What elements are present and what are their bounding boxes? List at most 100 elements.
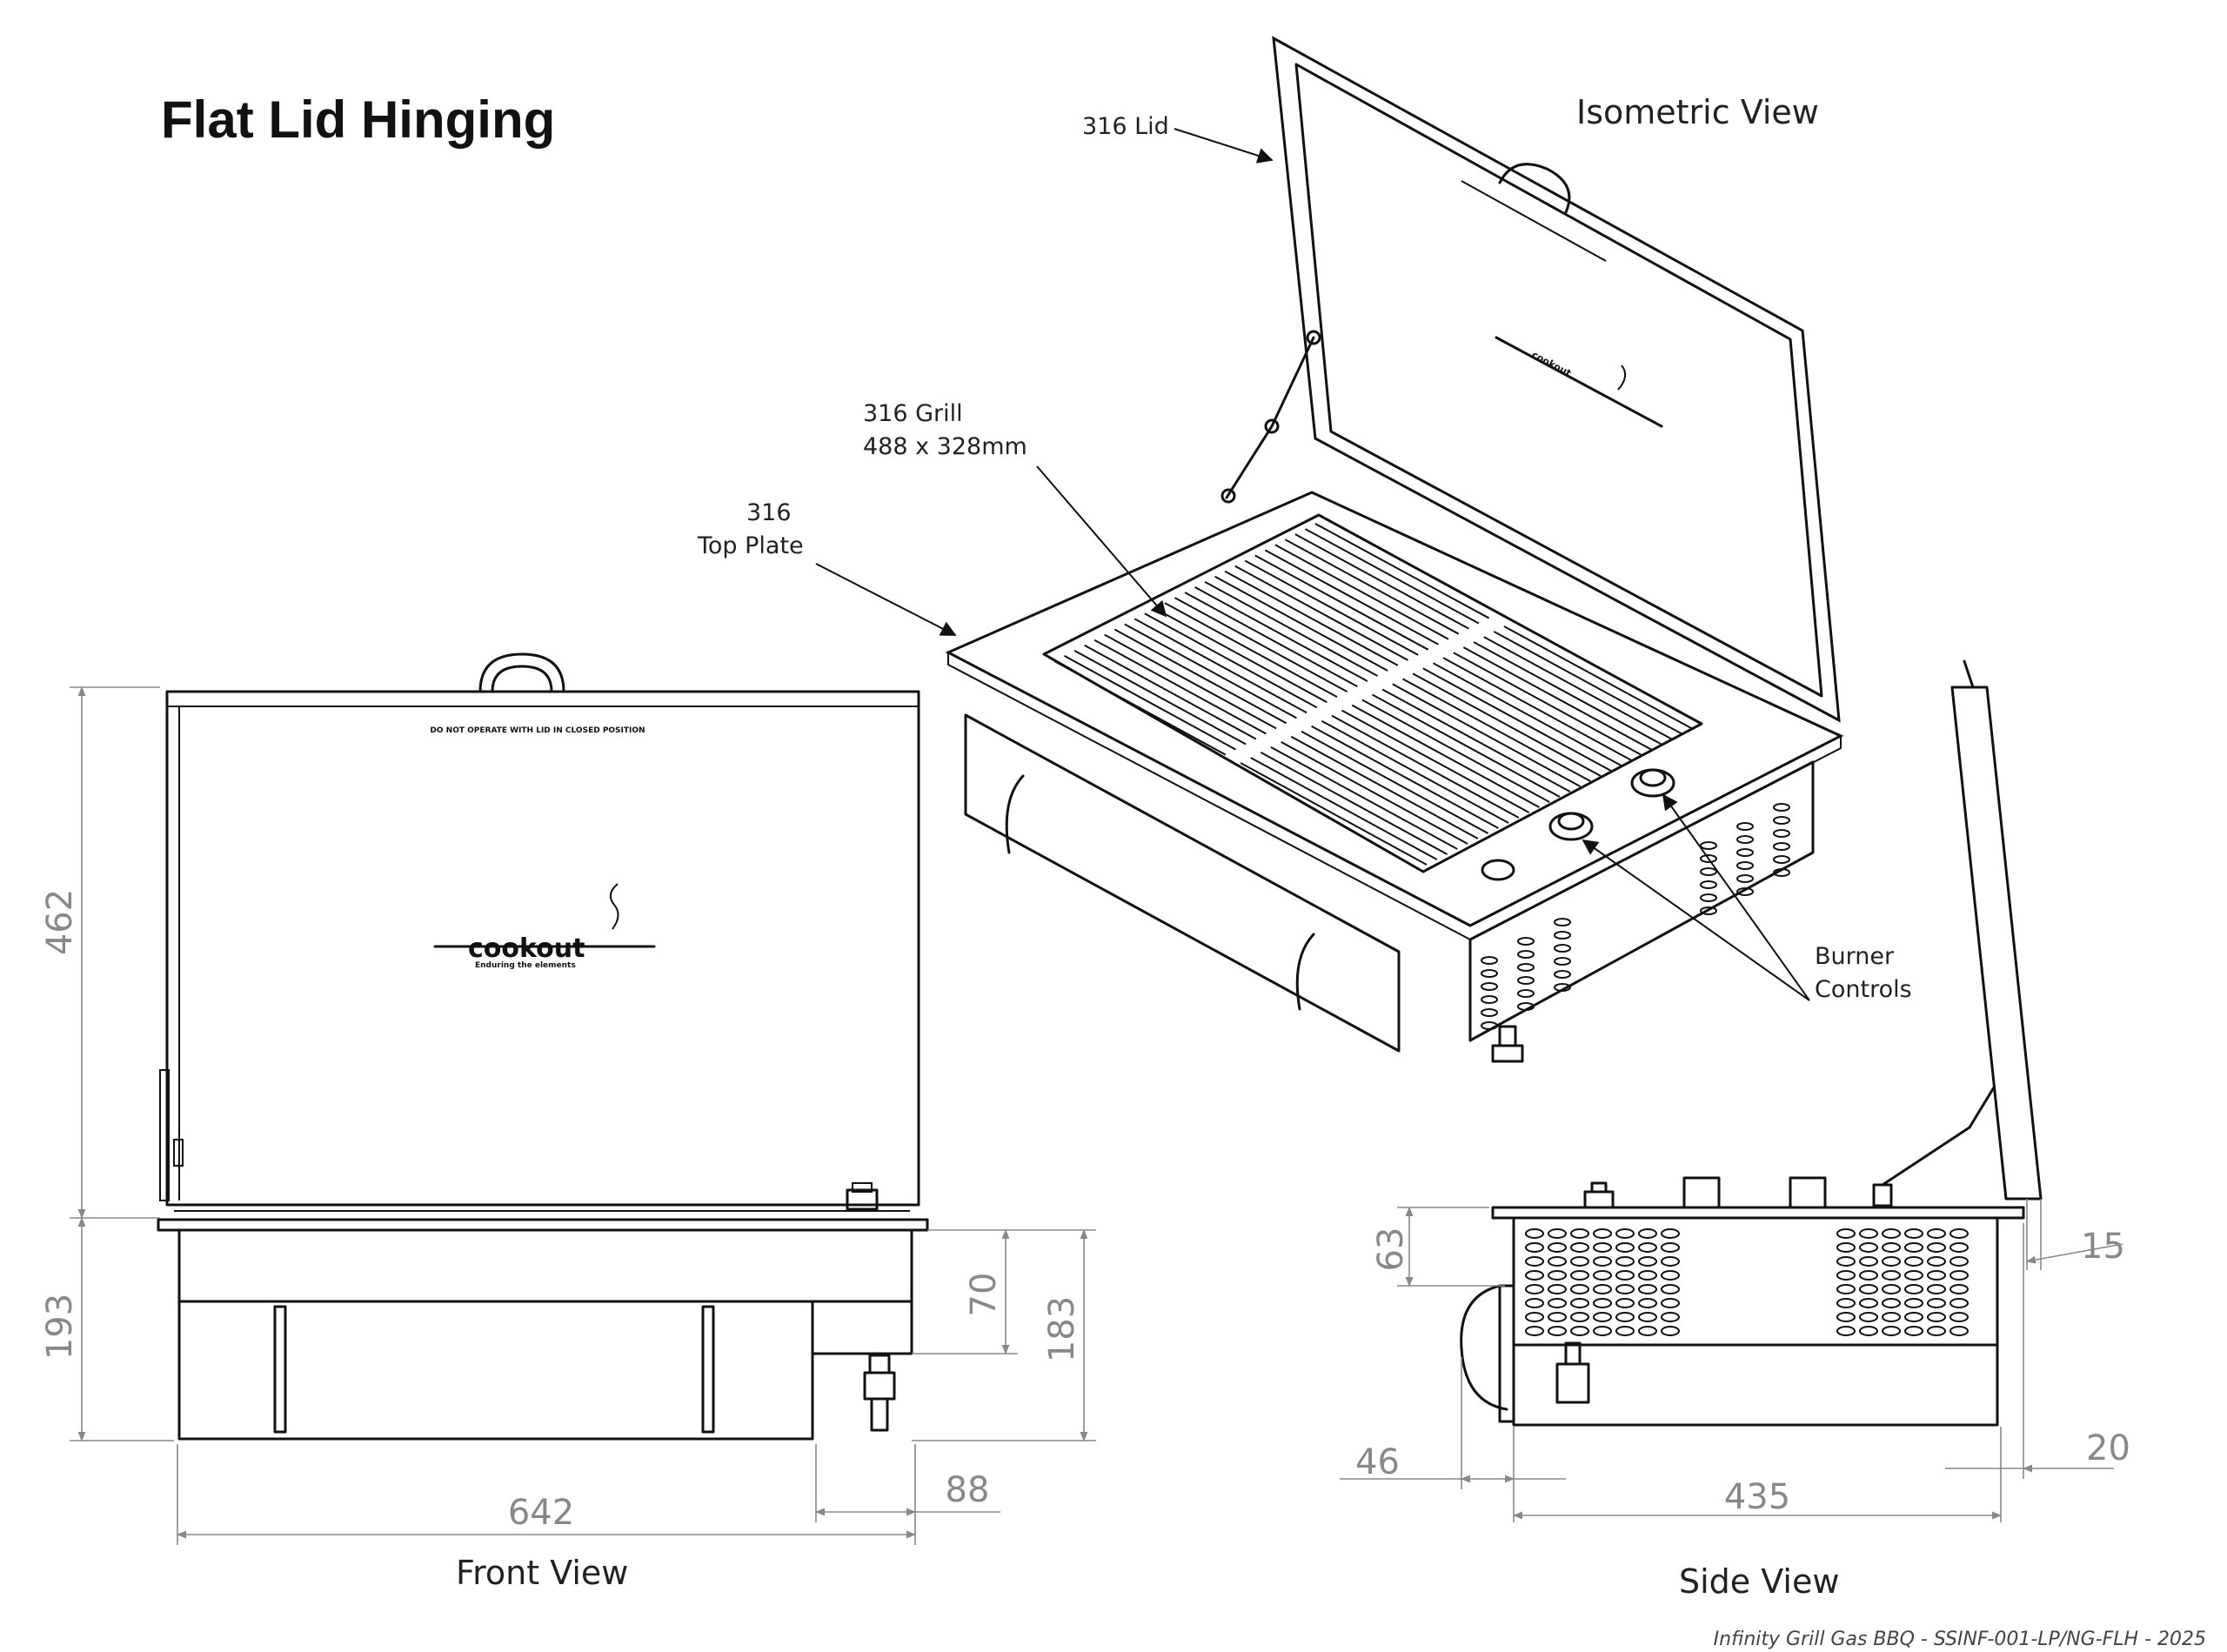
- vent-hole: [1548, 1270, 1567, 1281]
- grill-bar: [1503, 625, 1694, 730]
- grill-bar: [1154, 607, 1328, 704]
- side-dimensions: 63 15 46 435 20: [1340, 1199, 2130, 1522]
- vent-hole: [1481, 969, 1498, 978]
- vent-hole: [1615, 1256, 1635, 1267]
- front-view-label: Front View: [456, 1554, 628, 1592]
- vent-hole: [1548, 1298, 1567, 1308]
- vent-hole: [1525, 1298, 1544, 1308]
- grill-bar: [1331, 714, 1520, 819]
- iso-lid-strut: [1221, 330, 1321, 504]
- vent-hole: [1882, 1228, 1901, 1239]
- dim-valve-offset: 88: [946, 1470, 990, 1510]
- side-view: 63 15 46 435 20: [1340, 659, 2130, 1522]
- vent-hole: [1927, 1298, 1946, 1308]
- vent-hole: [1661, 1256, 1680, 1267]
- vent-hole: [1481, 956, 1498, 965]
- grill-bar: [1144, 612, 1318, 709]
- grill-bar: [1432, 662, 1622, 766]
- vent-hole: [1661, 1312, 1680, 1322]
- grill-bar: [1084, 644, 1257, 740]
- side-view-label: Side View: [1679, 1562, 1839, 1601]
- side-body-lower: [1512, 1343, 1999, 1427]
- vent-hole: [1525, 1256, 1544, 1267]
- vent-hole: [1525, 1242, 1544, 1253]
- page-title: Flat Lid Hinging: [161, 90, 555, 149]
- vent-hole: [1859, 1228, 1878, 1239]
- vent-hole: [1859, 1284, 1878, 1294]
- grill-bar: [1314, 523, 1490, 619]
- grill-bar: [1124, 623, 1297, 719]
- svg-text:Enduring the elements: Enduring the elements: [475, 961, 576, 970]
- vent-hole: [1548, 1326, 1567, 1336]
- grill-bar: [1281, 740, 1468, 845]
- vent-hole: [1481, 1021, 1498, 1030]
- vent-hole: [1949, 1242, 1969, 1253]
- vent-hole: [1773, 855, 1790, 864]
- vent-hole: [1736, 861, 1754, 870]
- vent-hole: [1773, 816, 1790, 825]
- vent-hole: [1481, 995, 1498, 1004]
- vent-hole: [1949, 1256, 1969, 1267]
- vent-hole: [1904, 1326, 1923, 1336]
- vent-hole: [1615, 1326, 1635, 1336]
- vent-hole: [1517, 989, 1535, 998]
- grill-bar: [1462, 646, 1653, 751]
- vent-hole: [1773, 868, 1790, 877]
- callout-top-plate-line1: 316: [746, 499, 792, 526]
- vent-hole: [1517, 937, 1535, 946]
- vent-hole: [1836, 1242, 1856, 1253]
- vent-hole: [1570, 1242, 1589, 1253]
- vent-hole: [1882, 1326, 1901, 1336]
- vent-hole: [1927, 1242, 1946, 1253]
- vent-hole: [1593, 1326, 1612, 1336]
- callout-grill-line2: 488 x 328mm: [863, 433, 1027, 460]
- front-body: [177, 1228, 913, 1303]
- grill-bar: [1240, 762, 1428, 866]
- vent-hole: [1525, 1326, 1544, 1336]
- grill-bar: [1093, 639, 1267, 735]
- iso-lid: cookout: [1272, 36, 1841, 723]
- vent-hole: [1949, 1228, 1969, 1239]
- vent-hole: [1554, 918, 1571, 926]
- lid-handle: [478, 652, 565, 693]
- callout-grill-line1: 316 Grill: [863, 400, 963, 427]
- grill-bar: [1184, 592, 1358, 687]
- grill-bar: [1321, 719, 1509, 824]
- grill-bar: [1104, 633, 1277, 730]
- lid-warning-text: DO NOT OPERATE WITH LID IN CLOSED POSITI…: [430, 726, 645, 735]
- vent-hole: [1927, 1326, 1946, 1336]
- vent-hole: [1525, 1284, 1544, 1294]
- isometric-view-label: Isometric View: [1576, 93, 1819, 131]
- side-knobs: [1583, 1176, 1827, 1209]
- svg-text:cookout: cookout: [468, 933, 585, 964]
- vent-hole: [1836, 1284, 1856, 1294]
- vent-hole: [1554, 957, 1571, 966]
- dim-lid-height: 462: [40, 889, 80, 955]
- vent-hole: [1736, 848, 1754, 857]
- grill-bar: [1174, 597, 1348, 693]
- vent-hole: [1836, 1256, 1856, 1267]
- grill-bar: [1244, 559, 1419, 656]
- vent-hole: [1638, 1312, 1657, 1322]
- vent-hole: [1638, 1242, 1657, 1253]
- dim-width: 642: [508, 1493, 574, 1533]
- vent-hole: [1570, 1298, 1589, 1308]
- vent-hole: [1904, 1242, 1923, 1253]
- vent-hole: [1836, 1270, 1856, 1281]
- vent-hole: [1927, 1312, 1946, 1322]
- vent-hole: [1904, 1256, 1923, 1267]
- vent-hole: [1570, 1312, 1589, 1322]
- grill-bar: [1311, 725, 1499, 829]
- vent-hole: [1882, 1312, 1901, 1322]
- vent-hole: [1836, 1228, 1856, 1239]
- isometric-view: cookout: [697, 36, 1912, 1063]
- grill-bar: [1401, 678, 1591, 782]
- vent-hole: [1773, 803, 1790, 812]
- footer-reference: Infinity Grill Gas BBQ - SSINF-001-LP/NG…: [1714, 1629, 2206, 1650]
- vent-hole: [1638, 1270, 1657, 1281]
- vent-hole: [1736, 822, 1754, 831]
- vent-hole: [1949, 1298, 1969, 1308]
- vent-hole: [1525, 1228, 1544, 1239]
- iso-grill: [1042, 513, 1703, 873]
